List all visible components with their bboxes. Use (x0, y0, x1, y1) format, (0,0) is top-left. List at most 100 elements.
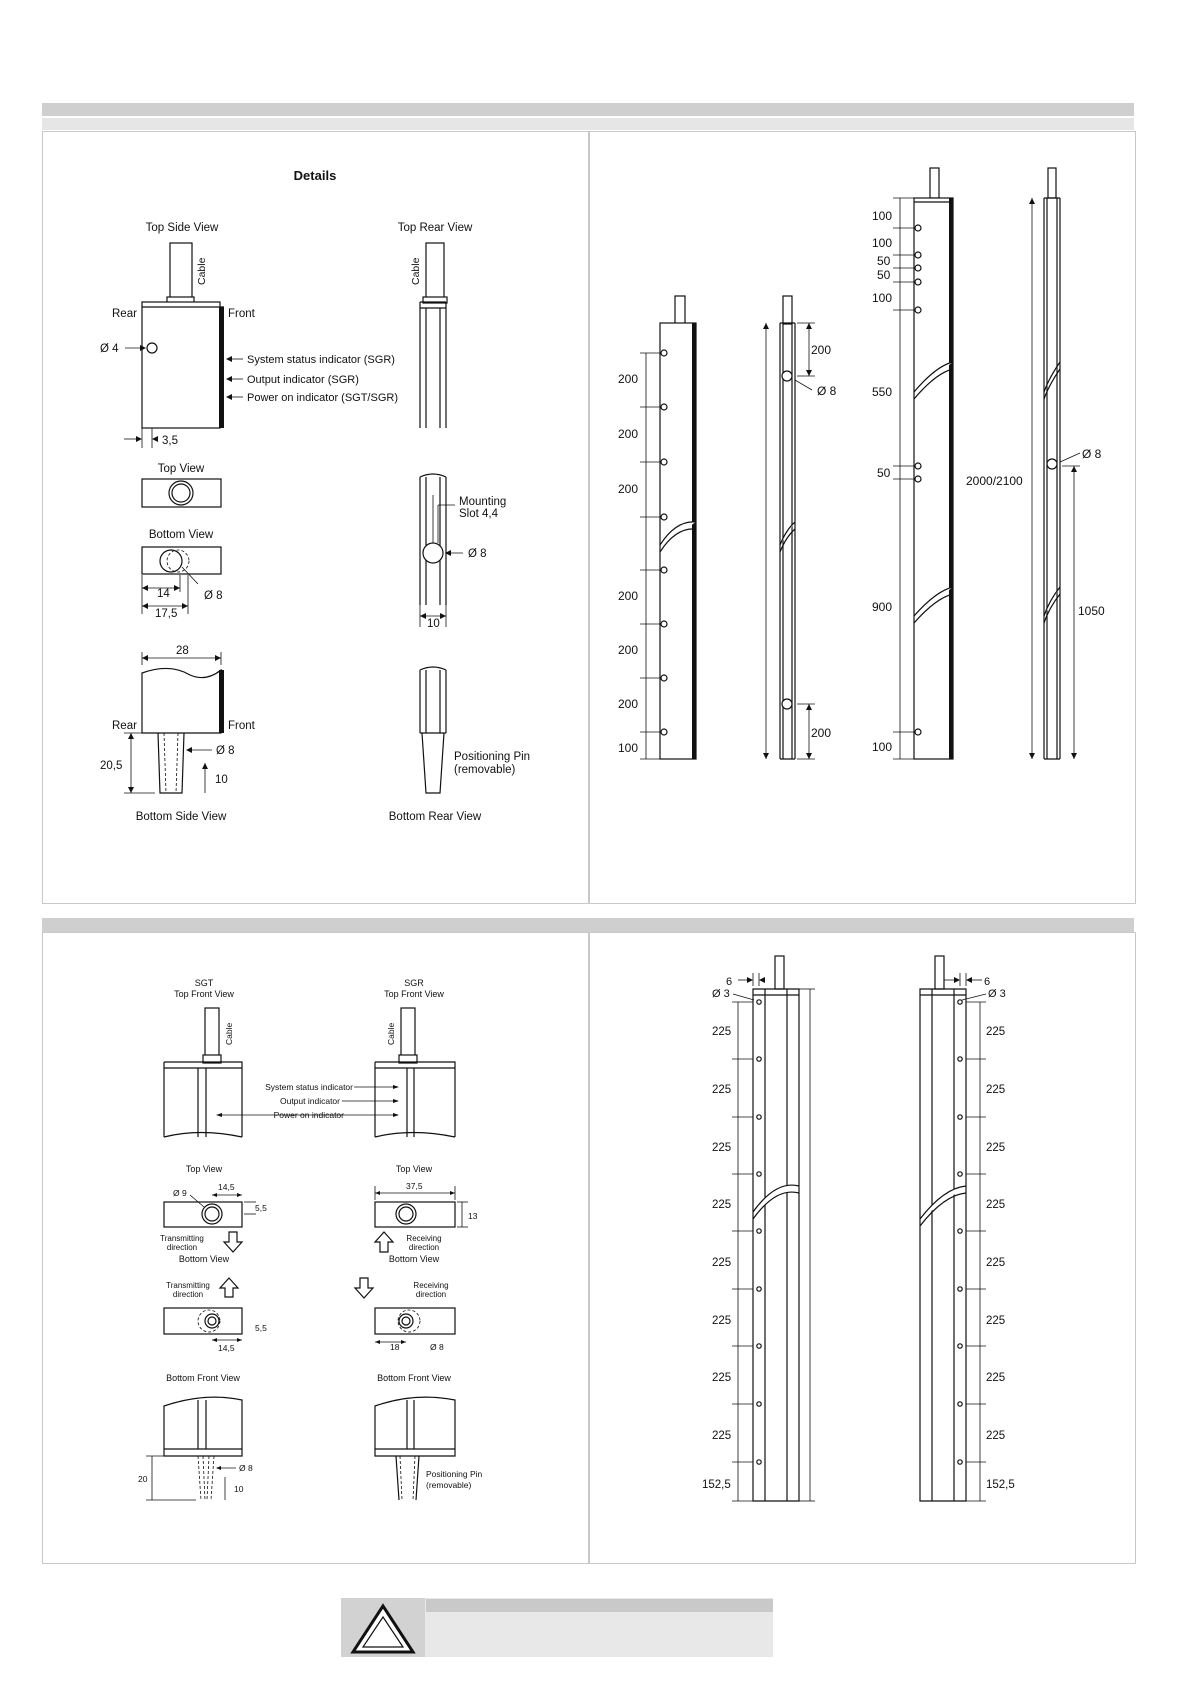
profile-e-dimension-chain (732, 1001, 753, 1502)
bottom-view-label: Bottom View (149, 529, 214, 541)
positioning-pin-2-line1: Positioning Pin (426, 1469, 483, 1479)
section-2-right-panel (588, 932, 1136, 1564)
output-indicator-label: Output indicator (SGR) (247, 374, 359, 386)
sgr-cable-label: Cable (386, 1023, 396, 1045)
receiving-label-2: direction (409, 1243, 439, 1252)
dim-225-e4: 225 (712, 1199, 731, 1211)
section-1-subheader-bar (42, 118, 1134, 130)
dim-37-5: 37,5 (406, 1181, 423, 1191)
dim-200-b-top: 200 (811, 343, 831, 357)
dim-100-c3: 100 (872, 291, 892, 305)
dim-18: 18 (390, 1342, 400, 1352)
profile-f (919, 988, 967, 1502)
sgt-bottom-view-label: Bottom View (179, 1254, 230, 1264)
dim-20-5-label: 20,5 (100, 760, 122, 772)
dim-50-c1: 50 (877, 254, 891, 268)
profile-f-holes (957, 999, 963, 1465)
diameter-4-label: Ø 4 (100, 343, 119, 355)
dim-13: 13 (468, 1211, 478, 1221)
positioning-pin-label-2: (removable) (454, 764, 516, 776)
dim-100-c1: 100 (872, 209, 892, 223)
dim-14-5-bottom: 14,5 (218, 1343, 235, 1353)
sgt-bottom-front-label: Bottom Front View (166, 1373, 240, 1383)
power-on-label: Power on indicator (SGT/SGR) (247, 392, 398, 404)
diameter-8-b: Ø 8 (817, 384, 837, 398)
diameter-9-label: Ø 9 (173, 1188, 187, 1198)
section-2-left-panel (42, 932, 590, 1564)
transmitting-label-2: direction (167, 1243, 197, 1252)
system-status-label: System status indicator (SGR) (247, 354, 395, 366)
dim-50-c2: 50 (877, 268, 891, 282)
diameter-8-pin-2: Ø 8 (239, 1463, 253, 1473)
details-heading: Details (294, 168, 337, 183)
front-label: Front (228, 308, 256, 320)
transmitting-bottom-2: direction (173, 1290, 203, 1299)
sgt-bottom-front-body (163, 1396, 243, 1457)
dim-200-a2: 200 (618, 427, 638, 441)
profile-c-holes (914, 224, 922, 736)
dim-3-5-label: 3,5 (162, 435, 178, 447)
positioning-pin-rear (421, 732, 445, 794)
dim-5-5-top: 5,5 (255, 1203, 267, 1213)
sgr-title-1: SGR (404, 978, 424, 988)
overall-length: 2000/2100 (966, 474, 1023, 488)
rear-label: Rear (112, 308, 137, 320)
rear-profile-slot (419, 477, 447, 605)
power-on-indicator-2: Power on indicator (274, 1110, 345, 1120)
receiving-arrow-down (353, 1277, 375, 1299)
sgt-top-view-label: Top View (186, 1164, 223, 1174)
dim-225-e1: 225 (712, 1026, 731, 1038)
dim-17-5-label: 17,5 (155, 608, 177, 620)
sgr-bottom-front-body (374, 1396, 456, 1457)
diameter-3-e: Ø 3 (712, 988, 730, 1000)
front-label-bottom: Front (228, 720, 256, 732)
diameter-8-slot-label: Ø 8 (468, 548, 487, 560)
dim-100-a: 100 (618, 741, 638, 755)
mounting-slot-label-1: Mounting (459, 496, 506, 508)
dim-200-a4: 200 (618, 589, 638, 603)
dim-225-e5: 225 (712, 1257, 731, 1269)
dim-1050-d: 1050 (1078, 604, 1105, 618)
dim-225-f6: 225 (986, 1315, 1005, 1327)
dim-900-c: 900 (872, 600, 892, 614)
sgt-top-front-body (163, 1061, 243, 1137)
section-2-header-bar (42, 918, 1134, 932)
profile-a-dimension-chain (640, 352, 660, 760)
dim-225-e2: 225 (712, 1084, 731, 1096)
warning-header-bar (426, 1599, 773, 1612)
sgt-title-2: Top Front View (174, 989, 234, 999)
sgt-cable-label: Cable (224, 1023, 234, 1045)
dim-225-f5: 225 (986, 1257, 1005, 1269)
dim-200-a5: 200 (618, 643, 638, 657)
indicator-callouts (226, 356, 243, 400)
top-side-view-label: Top Side View (146, 222, 219, 234)
section-1-header-bar (42, 103, 1134, 116)
dim-225-e3: 225 (712, 1142, 731, 1154)
dim-10-slot-label: 10 (427, 618, 440, 630)
dim-50-c3: 50 (877, 466, 891, 480)
top-rear-view-label: Top Rear View (398, 222, 473, 234)
sgr-bottom-view-body (374, 1307, 456, 1335)
dim-14-label: 14 (157, 588, 170, 600)
positioning-pin-label-1: Positioning Pin (454, 751, 530, 763)
dim-225-e8: 225 (712, 1430, 731, 1442)
mounting-slot-label-2: Slot 4,4 (459, 508, 499, 520)
diameter-8-sgr: Ø 8 (430, 1342, 444, 1352)
dim-225-f8: 225 (986, 1430, 1005, 1442)
dim-100-c2: 100 (872, 236, 892, 250)
section-1-left-panel (42, 131, 590, 904)
dim-225-e6: 225 (712, 1315, 731, 1327)
profile-c-dimension-chain (893, 197, 914, 760)
diameter-8-d: Ø 8 (1082, 447, 1102, 461)
section-1-right-panel (588, 131, 1136, 904)
transmitting-label-1: Transmitting (160, 1234, 204, 1243)
dim-200-a3: 200 (618, 482, 638, 496)
dim-6-e: 6 (726, 976, 732, 988)
dim-200-b-bottom: 200 (811, 726, 831, 740)
diameter-8-pin-label: Ø 8 (216, 745, 235, 757)
rear-label-bottom: Rear (112, 720, 137, 732)
dim-200-a1: 200 (618, 372, 638, 386)
